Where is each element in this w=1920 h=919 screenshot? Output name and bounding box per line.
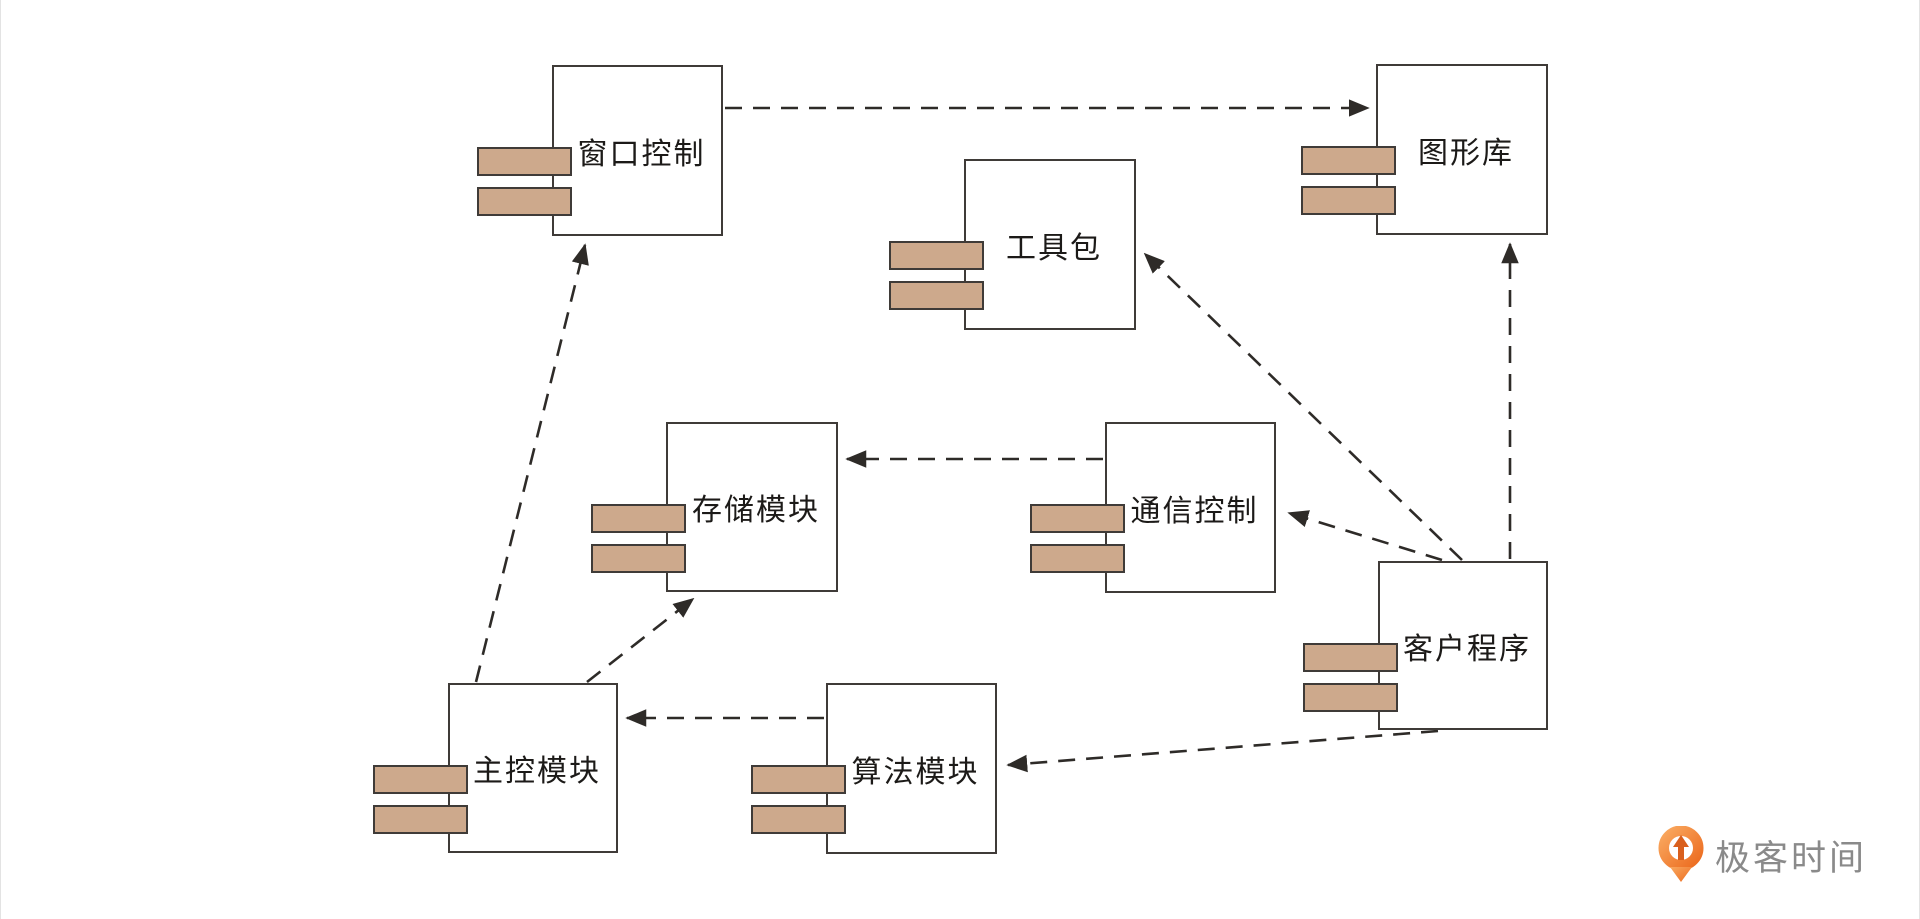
component-interface-tab: [1030, 544, 1125, 573]
component-interface-tab: [889, 281, 984, 310]
component-label-main-control: 主控模块: [473, 755, 601, 788]
brand-logo-text: 极客时间: [1715, 838, 1868, 878]
component-comm-control: 通信控制: [1030, 422, 1276, 593]
component-storage-module: 存储模块: [591, 422, 838, 592]
geektime-pin-icon: [1658, 826, 1704, 882]
component-interface-tab: [1301, 186, 1396, 215]
component-interface-tab: [1303, 643, 1398, 672]
component-client-program: 客户程序: [1303, 561, 1548, 730]
brand-logo: 极客时间: [1657, 826, 1867, 884]
component-interface-tab: [477, 147, 572, 176]
dependency-edge-main-control-to-storage-module: [586, 597, 695, 684]
component-algorithm-module: 算法模块: [751, 683, 997, 854]
component-interface-tab: [1301, 146, 1396, 175]
component-interface-tab: [1303, 683, 1398, 712]
component-label-storage-module: 存储模块: [692, 494, 820, 527]
component-interface-tab: [751, 805, 846, 834]
component-interface-tab: [373, 765, 468, 794]
component-graphics-library: 图形库: [1301, 64, 1548, 235]
component-label-window-control: 窗口控制: [577, 137, 706, 171]
component-interface-tab: [1030, 504, 1125, 533]
component-interface-tab: [889, 241, 984, 270]
component-interface-tab: [477, 187, 572, 216]
component-window-control: 窗口控制: [477, 65, 723, 236]
component-label-client-program: 客户程序: [1403, 632, 1531, 666]
component-label-comm-control: 通信控制: [1130, 494, 1259, 528]
dependency-edge-client-program-to-algorithm-module: [1006, 729, 1439, 773]
dependency-edge-client-program-to-toolkit: [1143, 252, 1463, 561]
component-interface-tab: [591, 504, 686, 533]
component-main-control: 主控模块: [373, 683, 618, 853]
component-label-graphics-library: 图形库: [1418, 136, 1514, 170]
component-interface-tab: [591, 544, 686, 573]
component-interface-tab: [373, 805, 468, 834]
component-interface-tab: [751, 765, 846, 794]
component-label-algorithm-module: 算法模块: [851, 755, 980, 789]
component-label-toolkit: 工具包: [1006, 231, 1102, 265]
dependency-edge-main-control-to-window-control: [474, 243, 589, 683]
component-toolkit: 工具包: [889, 159, 1136, 330]
